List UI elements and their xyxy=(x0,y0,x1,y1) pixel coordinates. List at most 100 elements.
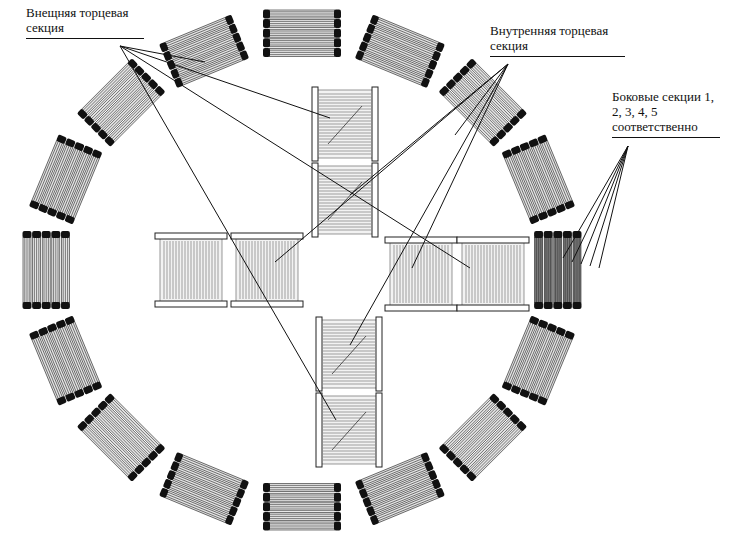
end-section xyxy=(231,233,303,307)
end-bar xyxy=(231,233,303,239)
end-strand xyxy=(182,241,183,299)
coil-strand xyxy=(269,45,335,46)
end-strand xyxy=(490,245,491,303)
end-strand xyxy=(323,327,375,328)
coil-layer xyxy=(179,53,243,86)
end-body xyxy=(318,320,380,388)
coil-layer xyxy=(535,237,543,303)
coil-strand xyxy=(63,237,64,303)
coil-strand xyxy=(546,237,547,303)
end-post xyxy=(316,317,322,391)
coil-strand xyxy=(24,237,25,303)
end-strand xyxy=(406,245,407,303)
coil-cap xyxy=(420,77,430,88)
end-strand xyxy=(206,241,207,299)
end-strand xyxy=(323,330,375,331)
end-diagonal xyxy=(328,106,362,144)
coil-cap xyxy=(74,388,85,398)
end-strand xyxy=(319,115,371,116)
end-strand xyxy=(469,245,470,303)
end-strand xyxy=(323,372,375,373)
coil-cap xyxy=(555,204,566,214)
coil-strand xyxy=(550,237,551,303)
end-strand xyxy=(176,241,177,299)
coil-layer xyxy=(269,20,335,28)
coil-cap xyxy=(170,461,180,472)
end-strand xyxy=(323,336,375,337)
end-strand xyxy=(397,245,398,303)
coil-layer xyxy=(269,29,335,37)
coil-strand xyxy=(181,458,242,483)
end-strand xyxy=(481,245,482,303)
coil-cap xyxy=(370,515,380,526)
end-body xyxy=(462,240,524,308)
coil-layer xyxy=(544,237,552,303)
coil-cap xyxy=(51,231,60,238)
coil-layer xyxy=(269,503,335,511)
coil-strand xyxy=(269,504,335,505)
end-strand xyxy=(323,460,375,461)
coil-layer xyxy=(269,48,335,56)
end-strand xyxy=(323,433,375,434)
coil-strand xyxy=(113,399,160,446)
end-section xyxy=(316,317,382,391)
coil-cap xyxy=(334,502,341,511)
coil-strand xyxy=(269,499,335,500)
end-strand xyxy=(319,97,371,98)
coil-cap xyxy=(55,319,66,329)
coil-layer xyxy=(52,237,60,303)
coil-strand xyxy=(111,401,158,448)
coil-cap xyxy=(538,211,549,221)
end-strand xyxy=(505,245,506,303)
end-strand xyxy=(319,118,371,119)
coil-cap xyxy=(83,145,94,155)
coil-cap xyxy=(104,136,115,147)
coil-cap xyxy=(170,68,180,79)
coil-cap xyxy=(546,207,557,217)
coil-strand xyxy=(73,322,98,383)
coil-cap xyxy=(236,41,246,52)
end-strand xyxy=(191,241,192,299)
coil-cap xyxy=(358,41,368,52)
coil-cap xyxy=(489,136,500,147)
end-post xyxy=(372,87,378,161)
coil-cap xyxy=(32,302,41,309)
end-strand xyxy=(323,369,375,370)
end-strand xyxy=(427,245,428,303)
coil-strand xyxy=(269,42,335,43)
end-strand xyxy=(319,209,371,210)
end-strand xyxy=(323,454,375,455)
end-strand xyxy=(323,439,375,440)
end-strand xyxy=(319,215,371,216)
coil-strand xyxy=(557,237,558,303)
end-strand xyxy=(279,241,280,299)
coil-cap xyxy=(334,493,341,502)
coil-cap xyxy=(358,488,368,499)
end-strand xyxy=(415,245,416,303)
leader-line xyxy=(563,146,628,258)
coil-cap xyxy=(573,302,582,309)
coil-cap xyxy=(64,215,75,225)
coil-layer xyxy=(269,39,335,47)
end-strand xyxy=(203,241,204,299)
end-strand xyxy=(252,241,253,299)
coil-layer xyxy=(443,398,495,450)
end-strand xyxy=(323,409,375,410)
end-post xyxy=(376,317,382,391)
end-strand xyxy=(319,194,371,195)
coil-cap xyxy=(166,470,176,481)
coil-cap xyxy=(228,506,238,517)
coil-strand xyxy=(73,157,98,218)
end-bar xyxy=(385,237,457,243)
coil-strand xyxy=(538,237,539,303)
coil-strand xyxy=(269,518,335,519)
end-strand xyxy=(319,94,371,95)
end-strand xyxy=(240,241,241,299)
end-strand xyxy=(499,245,500,303)
leader-line xyxy=(120,46,470,268)
coil-cap xyxy=(56,134,67,144)
coil-strand xyxy=(71,156,96,217)
end-strand xyxy=(319,227,371,228)
end-strand xyxy=(319,191,371,192)
end-strand xyxy=(323,427,375,428)
